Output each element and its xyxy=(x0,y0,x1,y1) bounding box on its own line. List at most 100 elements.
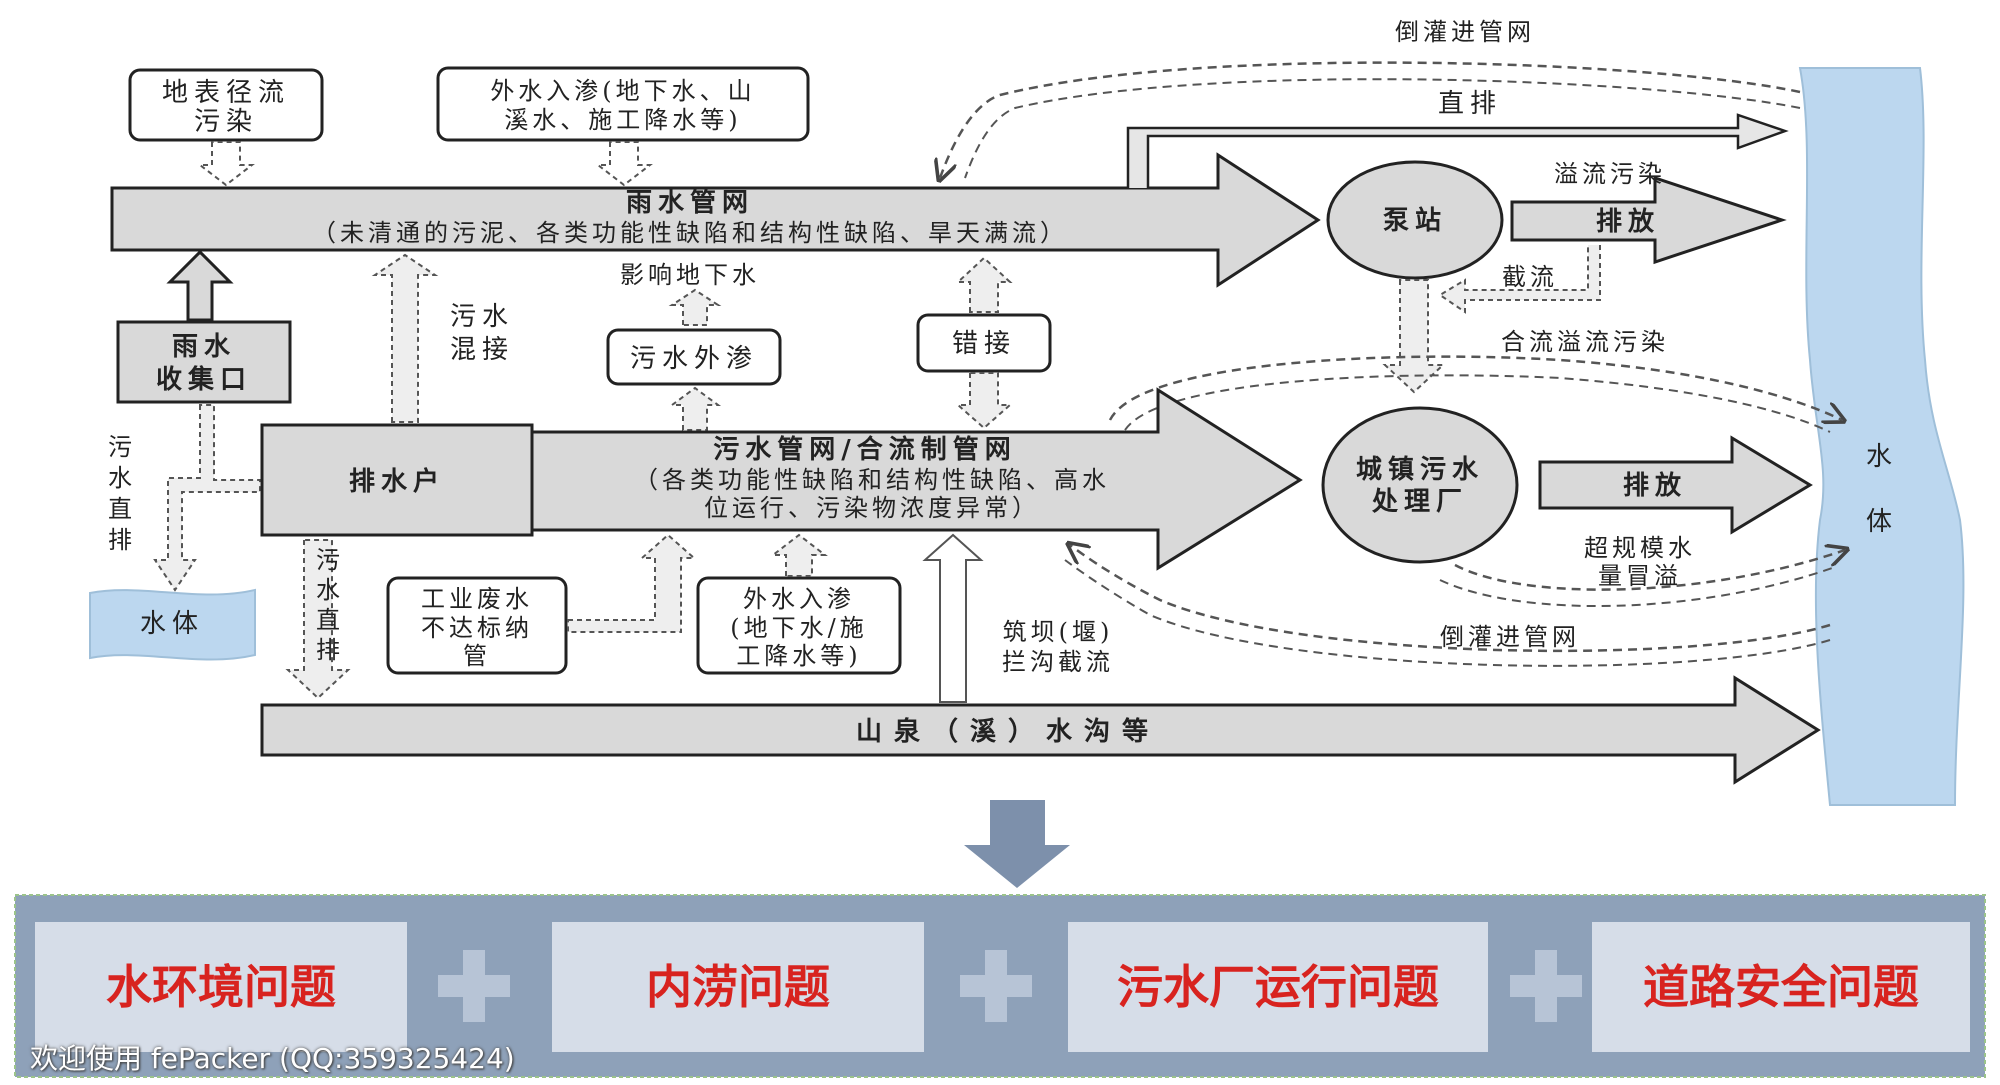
groundwater-up-arrow xyxy=(668,288,722,326)
plus-icon xyxy=(960,950,1032,1022)
pump-station xyxy=(1326,160,1504,280)
problem-wwtp-operation-label: 污水厂运行问题 xyxy=(1117,960,1439,1014)
rain-network-arrow xyxy=(110,152,1321,288)
overflow-pollution-label: 溢流污染 xyxy=(1554,160,1666,188)
water-body-right xyxy=(1798,67,1965,806)
wwtp-label-1: 城镇污水 xyxy=(1356,455,1484,485)
sewage-mixed-label-2: 混接 xyxy=(450,335,514,365)
water-body-right-label-1: 水 xyxy=(1866,442,1898,472)
sewage-direct-mid-1: 污 xyxy=(316,546,344,574)
backflow-top-curve xyxy=(940,61,1801,178)
runoff-down-arrow xyxy=(197,141,255,187)
sewage-network-title: 污水管网/合流制管网 xyxy=(713,434,1017,465)
problem-tile-road-safety: 道路安全问题 xyxy=(1592,922,1970,1052)
wwtp xyxy=(1321,406,1519,564)
discharge-mid-label: 排放 xyxy=(1623,470,1687,501)
problem-tile-water-environment: 水环境问题 xyxy=(35,922,407,1052)
infiltration-mid-label-3: 工降水等) xyxy=(736,642,861,670)
water-body-right-label-2: 体 xyxy=(1866,507,1898,537)
watermark: 欢迎使用 fePacker (QQ:359325424) xyxy=(30,1042,515,1075)
sewage-network-arrow xyxy=(530,387,1303,571)
infiltration-down-arrow xyxy=(595,141,653,187)
sewage-exfiltration-box: 污水外渗 xyxy=(606,328,782,386)
rain-inlet-label-1: 雨水 xyxy=(172,332,236,362)
sewage-mixed-label-1: 污水 xyxy=(450,302,514,332)
oversize-overflow-label-2: 量冒溢 xyxy=(1598,562,1682,590)
industrial-label-2: 不达标纳 xyxy=(421,614,533,642)
misconnection-label: 错接 xyxy=(952,329,1016,359)
sewage-direct-left-1: 污 xyxy=(108,433,136,461)
combined-overflow-label: 合流溢流污染 xyxy=(1501,328,1669,356)
infiltration-top-box: 外水入渗(地下水、山 溪水、施工降水等) xyxy=(436,66,810,142)
sewage-direct-left-2: 水 xyxy=(108,464,136,492)
discharge-mid-arrow xyxy=(1538,435,1813,535)
sewage-direct-mid-arrow xyxy=(285,539,351,700)
affect-groundwater-label: 影响地下水 xyxy=(620,261,760,289)
direct-discharge-label: 直排 xyxy=(1438,89,1502,119)
industrial-box: 工业废水 不达标纳 管 xyxy=(386,576,568,675)
rain-inlet-box: 雨水 收集口 xyxy=(116,320,292,404)
discharge-top-arrow xyxy=(1510,175,1787,265)
problem-road-safety-label: 道路安全问题 xyxy=(1643,960,1919,1014)
dam-up-arrow xyxy=(922,533,984,703)
wwtp-label-2: 处理厂 xyxy=(1371,487,1468,517)
rain-network-subtitle: （未清通的污泥、各类功能性缺陷和结构性缺陷、旱天满流） xyxy=(312,219,1068,247)
problem-tile-wwtp-operation: 污水厂运行问题 xyxy=(1068,922,1488,1052)
sewage-direct-left-4: 排 xyxy=(108,526,136,554)
pump-station-label: 泵站 xyxy=(1383,206,1447,236)
plus-icon xyxy=(438,950,510,1022)
sewage-exfiltration-label: 污水外渗 xyxy=(630,344,758,374)
sewage-network-subtitle-2: 位运行、污染物浓度异常） xyxy=(704,494,1040,522)
rain-inlet-up-arrow xyxy=(166,249,234,322)
oversize-overflow-curve xyxy=(1454,550,1845,591)
infiltration-mid-label-1: 外水入渗 xyxy=(743,585,855,613)
mountain-spring-label: 山泉（溪）水沟等 xyxy=(856,716,1160,747)
dam-label-1: 筑坝(堰) xyxy=(1003,618,1114,646)
oversize-overflow-label-1: 超规模水 xyxy=(1584,534,1696,562)
sewage-mixed-arrow xyxy=(371,253,439,423)
problem-water-environment-label: 水环境问题 xyxy=(106,960,336,1014)
infiltration-mid-box: 外水入渗 (地下水/施 工降水等) xyxy=(696,576,902,675)
combined-overflow-curve xyxy=(1108,355,1842,420)
infiltration-mid-label-2: (地下水/施 xyxy=(730,614,867,642)
rain-inlet-label-2: 收集口 xyxy=(156,364,252,395)
backflow-top-label: 倒灌进管网 xyxy=(1395,18,1535,46)
surface-runoff-label-1: 地表径流 xyxy=(162,78,290,108)
industrial-label-1: 工业废水 xyxy=(421,585,533,613)
sewage-direct-mid-2: 水 xyxy=(316,576,344,604)
pump-to-wwtp-arrow xyxy=(1382,279,1446,394)
summary-down-arrow xyxy=(964,800,1070,888)
misconnection-up-arrow xyxy=(955,256,1013,313)
plus-icon xyxy=(1510,950,1582,1022)
discharge-top-label: 排放 xyxy=(1596,206,1660,237)
drainage-household-box: 排水户 xyxy=(260,423,534,537)
misconnection-down-arrow xyxy=(955,372,1013,430)
drainage-household-label: 排水户 xyxy=(349,466,445,497)
problem-waterlogging-label: 内涝问题 xyxy=(646,960,830,1014)
industrial-label-3: 管 xyxy=(463,642,491,670)
mountain-spring-arrow xyxy=(260,675,1821,785)
interception-arrow xyxy=(1438,245,1601,314)
sewage-direct-mid-4: 排 xyxy=(316,636,344,664)
dam-label-2: 拦沟截流 xyxy=(1002,648,1114,676)
misconnection-box: 错接 xyxy=(916,313,1052,373)
sewage-direct-mid-3: 直 xyxy=(316,606,344,634)
water-body-small xyxy=(89,588,256,661)
infiltration-top-label-1: 外水入渗(地下水、山 xyxy=(490,77,755,105)
sewage-direct-left-arrow xyxy=(153,404,261,592)
backflow-bottom-curve xyxy=(1070,545,1831,653)
water-body-small-label: 水体 xyxy=(140,609,204,639)
problem-tile-waterlogging: 内涝问题 xyxy=(552,922,924,1052)
sewage-network-subtitle-1: （各类功能性缺陷和结构性缺陷、高水 xyxy=(634,466,1110,494)
industrial-up-arrow xyxy=(567,533,697,633)
direct-discharge-pipe xyxy=(1126,113,1789,188)
surface-runoff-label-2: 污染 xyxy=(194,107,258,137)
sewage-direct-left-3: 直 xyxy=(108,495,136,523)
rain-network-title: 雨水管网 xyxy=(626,188,754,218)
exfiltration-up-arrow xyxy=(668,386,722,431)
infiltration-mid-up-arrow xyxy=(770,533,828,577)
interception-label: 截流 xyxy=(1502,263,1558,291)
infiltration-top-label-2: 溪水、施工降水等) xyxy=(504,106,741,134)
backflow-bottom-label: 倒灌进管网 xyxy=(1440,623,1580,651)
surface-runoff-box: 地表径流 污染 xyxy=(128,68,324,142)
